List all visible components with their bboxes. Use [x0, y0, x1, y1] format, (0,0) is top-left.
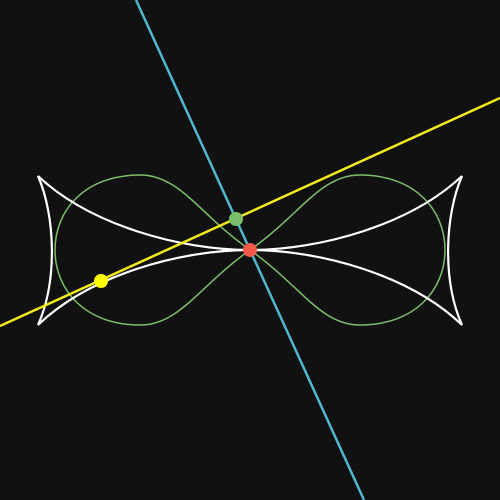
center-point[interactable] — [243, 243, 257, 257]
curve-point[interactable] — [229, 212, 243, 226]
tangent-line — [0, 96, 500, 328]
evolute-point[interactable] — [94, 274, 108, 288]
